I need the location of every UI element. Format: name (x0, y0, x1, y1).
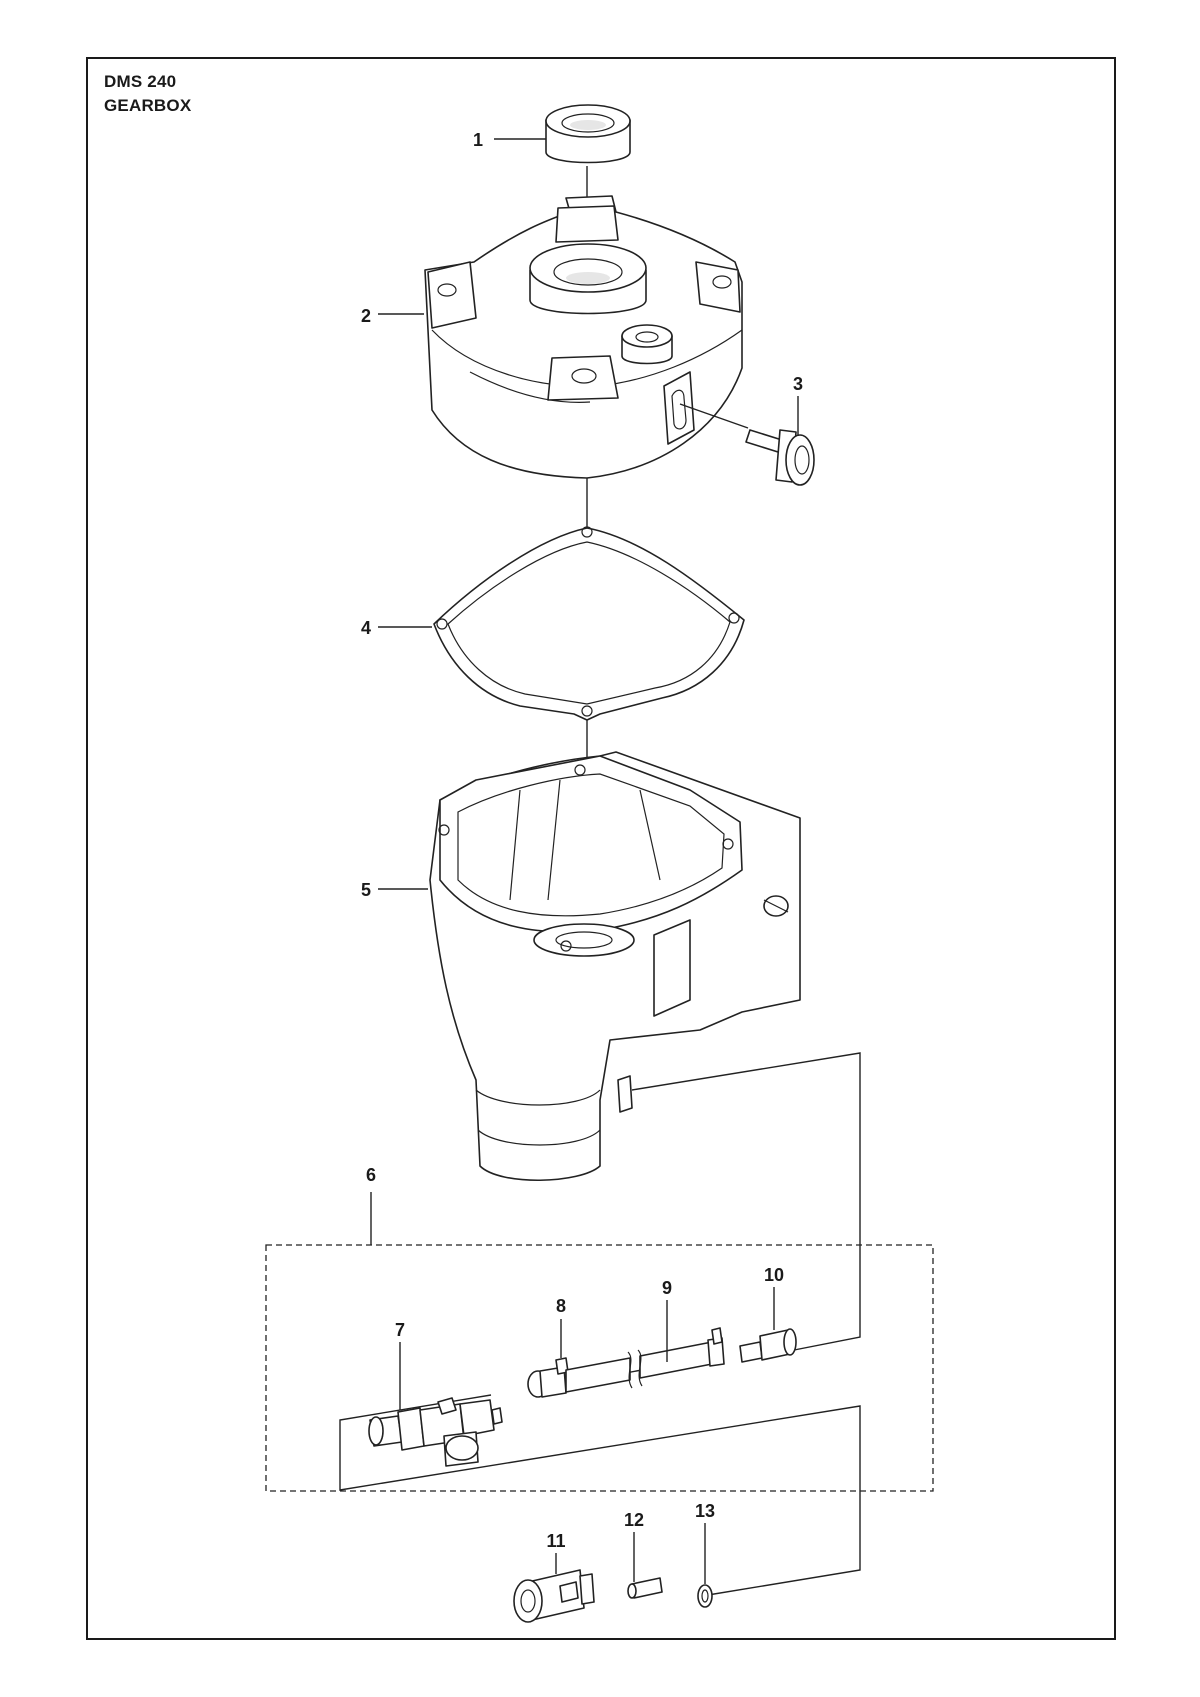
part-10-nipple (739, 1328, 797, 1363)
callout-9: 9 (662, 1278, 672, 1298)
drawing-frame (86, 57, 1116, 1640)
part-3-axis-line (679, 403, 749, 429)
callout-11: 11 (546, 1531, 565, 1551)
part-13-o-ring-inner (701, 1589, 709, 1603)
callout-5: 5 (361, 880, 371, 900)
callout-3: 3 (793, 374, 803, 394)
callout-1: 1 (473, 130, 483, 150)
callout-12: 12 (624, 1510, 644, 1530)
part-8-clamp (527, 1357, 569, 1398)
part-1-bearing (545, 104, 631, 164)
part-11-coupling (513, 1569, 595, 1623)
part-5-gearbox-housing (429, 751, 801, 1182)
model-title: DMS 240 (104, 72, 177, 91)
callout-10: 10 (764, 1265, 784, 1285)
part-9-hose (565, 1327, 725, 1393)
callout-2: 2 (361, 306, 371, 326)
water-line-upper (631, 1052, 861, 1353)
water-line-lower (339, 1394, 861, 1596)
part-7-valve (368, 1397, 503, 1467)
callout-8: 8 (556, 1296, 566, 1316)
part-6-kit-boundary (265, 1244, 934, 1492)
part-4-gasket (433, 526, 745, 721)
callout-4: 4 (361, 618, 371, 638)
part-12-pin (627, 1577, 663, 1599)
part-13-o-ring (697, 1584, 713, 1608)
callout-6: 6 (366, 1165, 376, 1185)
callout-7: 7 (395, 1320, 405, 1340)
callout-13: 13 (695, 1501, 715, 1521)
section-title: GEARBOX (104, 96, 192, 115)
part-3-plug-screw (745, 429, 815, 486)
part-2-gearbox-cover (424, 195, 743, 479)
